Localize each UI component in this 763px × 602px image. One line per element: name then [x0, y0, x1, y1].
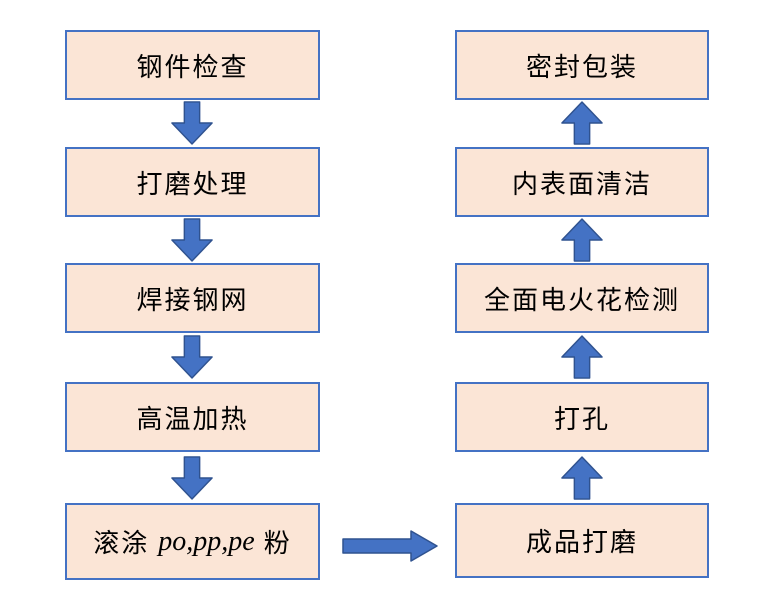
flow-node-high-temperature-heating: 高温加热 — [65, 382, 320, 452]
flow-node-finished-product-grinding: 成品打磨 — [455, 503, 709, 578]
arrow-down-icon-3 — [170, 335, 214, 379]
flow-node-label: 打孔 — [553, 404, 610, 434]
flow-node-label-prefix: 滚涂 — [93, 529, 150, 558]
flow-node-label: 内表面清洁 — [511, 169, 652, 199]
flow-node-sealed-packaging: 密封包装 — [455, 30, 709, 100]
flow-node-label-latin: po,pp,pe — [158, 525, 255, 557]
flow-node-label-suffix: 粉 — [263, 529, 292, 558]
arrow-up-icon-2 — [560, 335, 604, 379]
arrow-down-icon-1 — [170, 101, 214, 145]
flow-node-steel-mesh-welding: 焊接钢网 — [65, 263, 320, 333]
flow-node-label: 密封包装 — [525, 52, 638, 82]
flow-node-label: 钢件检查 — [136, 52, 249, 82]
arrow-right-icon — [342, 530, 438, 562]
arrow-up-icon-4 — [560, 101, 604, 145]
flow-node-steel-part-inspection: 钢件检查 — [65, 30, 320, 100]
flow-node-label: 全面电火花检测 — [483, 285, 680, 315]
flow-node-inner-surface-cleaning: 内表面清洁 — [455, 147, 709, 217]
flow-node-roll-coating-powder: 滚涂 po,pp,pe 粉 — [65, 503, 320, 580]
flow-node-grinding-treatment: 打磨处理 — [65, 147, 320, 217]
flow-node-label: 打磨处理 — [136, 169, 249, 199]
flow-node-label: 成品打磨 — [525, 528, 638, 557]
arrow-up-icon-3 — [560, 218, 604, 262]
arrow-down-icon-2 — [170, 218, 214, 262]
flow-node-hole-drilling: 打孔 — [455, 382, 709, 452]
arrow-down-icon-4 — [170, 456, 214, 500]
flow-node-label: 高温加热 — [136, 404, 249, 434]
flow-node-label: 焊接钢网 — [136, 285, 249, 315]
arrow-up-icon-1 — [560, 456, 604, 500]
flow-node-full-spark-testing: 全面电火花检测 — [455, 263, 709, 333]
